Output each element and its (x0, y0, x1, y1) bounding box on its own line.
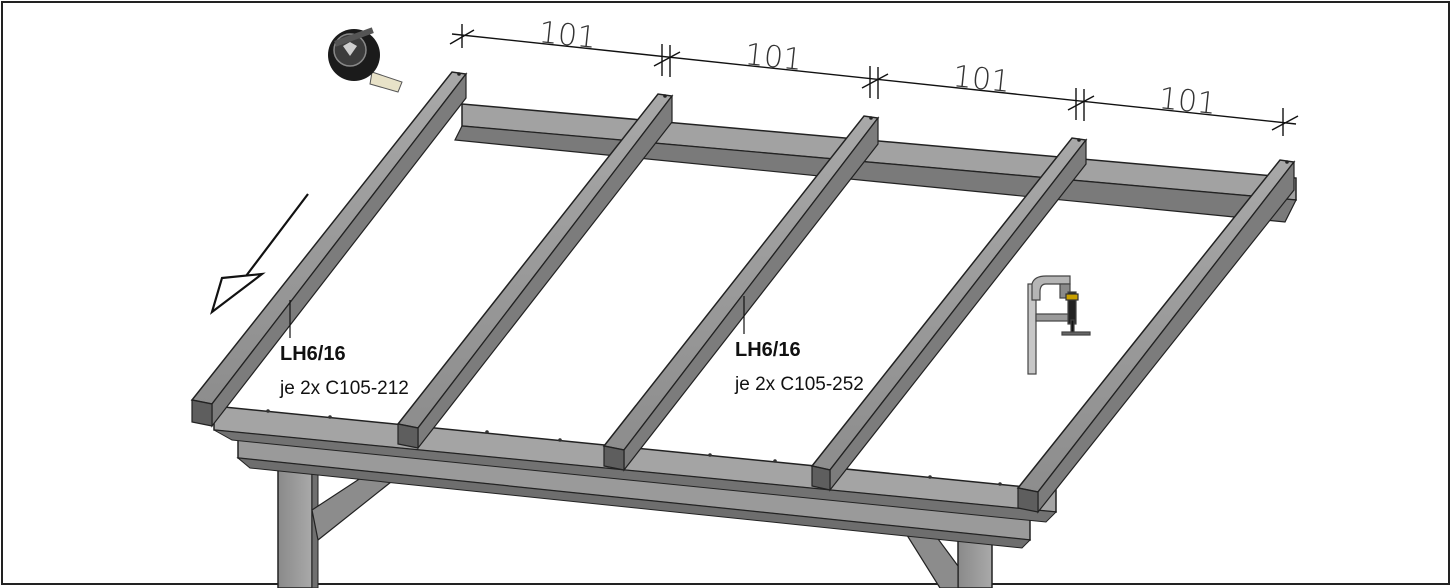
tape-measure-icon (328, 27, 403, 93)
callout-left-detail: je 2x C105-212 (279, 378, 409, 399)
back-rail (454, 103, 1297, 223)
clamp-icon (1027, 275, 1091, 375)
callout-left: LH6/16 je 2x C105-212 (279, 300, 409, 399)
rafter-5 (1016, 159, 1296, 514)
dimension-label-1: 101 (537, 15, 598, 56)
direction-arrow-icon (209, 193, 309, 315)
callout-right-detail: je 2x C105-252 (734, 374, 864, 395)
dimension-label-2: 101 (743, 37, 804, 78)
dimension-label-3: 101 (951, 59, 1012, 100)
callout-right: LH6/16 je 2x C105-252 (734, 296, 864, 395)
rafter-1 (190, 71, 468, 428)
dimension-label-4: 101 (1157, 81, 1218, 122)
rafter-3 (602, 115, 880, 472)
callout-right-code: LH6/16 (735, 339, 801, 361)
rafter-4 (810, 137, 1088, 492)
rafter-2 (396, 93, 674, 450)
callout-left-code: LH6/16 (280, 343, 346, 365)
dimension-line (449, 24, 1299, 136)
